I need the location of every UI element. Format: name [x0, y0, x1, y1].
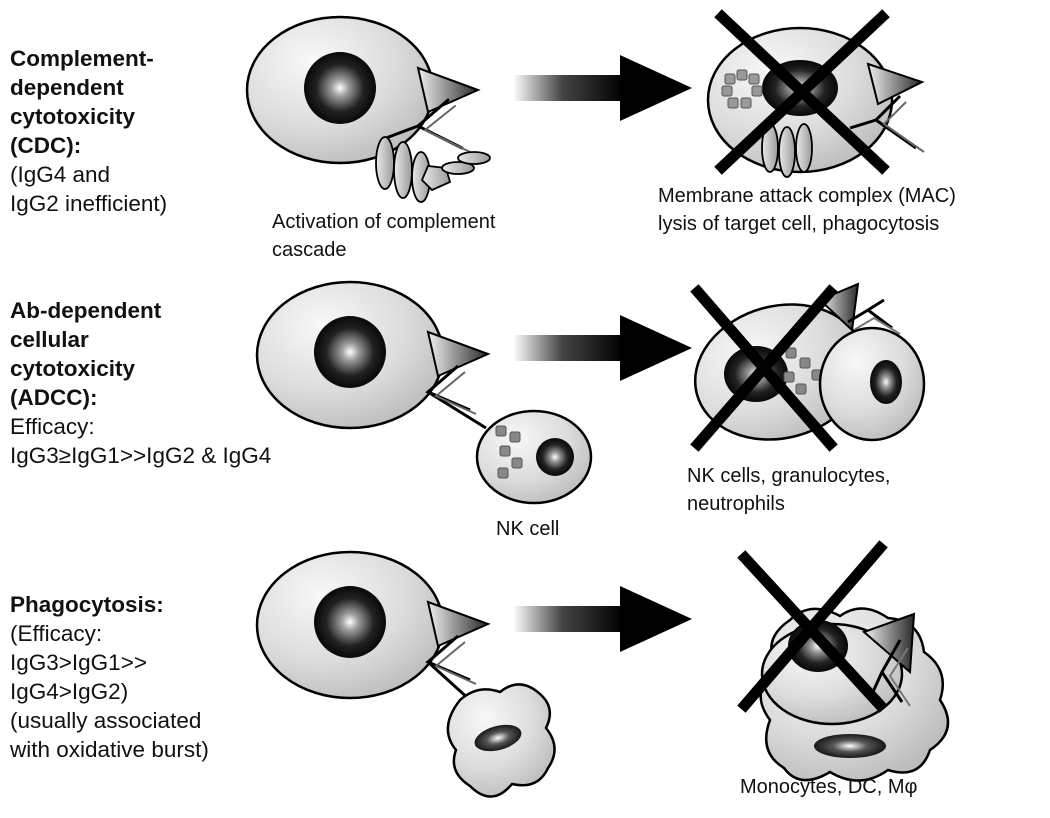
phago-result-caption: Monocytes, DC, Mφ	[740, 773, 917, 801]
phago-title-line: Phagocytosis:	[10, 592, 164, 617]
cdc-result-caption: Membrane attack complex (MAC) lysis of t…	[658, 182, 956, 238]
cdc-target-cell	[245, 15, 481, 165]
cdc-note-line: IgG2 inefficient)	[10, 191, 168, 216]
phago-arrow-icon	[513, 586, 692, 652]
adcc-title-line: cellular	[10, 327, 89, 352]
caption-line: Monocytes, DC, Mφ	[740, 776, 918, 798]
nk-cell-caption: NK cell	[496, 515, 559, 543]
phago-engulfed-cell	[759, 607, 950, 782]
caption-line: cascade	[272, 239, 347, 261]
caption-line: Activation of complement	[272, 211, 496, 233]
phago-antibody-icon	[425, 634, 477, 702]
adcc-title-line: Ab-dependent	[10, 298, 162, 323]
adcc-note-line: IgG3≥IgG1>>IgG2 & IgG4	[10, 443, 272, 468]
phago-note-line: IgG3>IgG1>>	[10, 650, 147, 675]
antigen-icon	[416, 66, 481, 114]
cdc-title-line: cytotoxicity	[10, 104, 136, 129]
adcc-result-caption: NK cells, granulocytes, neutrophils	[687, 462, 890, 518]
complement-proteins-icon	[375, 136, 491, 203]
phago-cross-icon	[737, 540, 888, 713]
cdc-label: Complement- dependent cytotoxicity (CDC)…	[10, 44, 167, 218]
adcc-cross-icon	[690, 284, 838, 452]
caption-line: lysis of target cell, phagocytosis	[658, 213, 940, 235]
phago-note-line: IgG4>IgG2)	[10, 679, 129, 704]
phago-label: Phagocytosis: (Efficacy: IgG3>IgG1>> IgG…	[10, 590, 209, 764]
caption-line: NK cell	[496, 518, 560, 540]
nk-cell-icon	[475, 409, 593, 505]
phago-note-line: (usually associated	[10, 708, 202, 733]
cdc-title-line: Complement-	[10, 46, 154, 71]
mac-pore-icon	[721, 69, 763, 109]
phago-note-line: with oxidative burst)	[10, 737, 209, 762]
adcc-label: Ab-dependent cellular cytotoxicity (ADCC…	[10, 296, 271, 470]
cdc-title-line: (CDC):	[10, 133, 82, 158]
phago-target-cell	[255, 550, 491, 700]
adcc-note-line: Efficacy:	[10, 414, 95, 439]
adcc-target-cell	[255, 280, 491, 430]
cdc-mechanism-caption: Activation of complement cascade	[272, 208, 495, 264]
nucleus-icon	[304, 52, 376, 124]
macrophage-icon	[446, 683, 556, 798]
phago-note-line: (Efficacy:	[10, 621, 103, 646]
adcc-title-line: (ADCC):	[10, 385, 98, 410]
adcc-title-line: cytotoxicity	[10, 356, 136, 381]
caption-line: Membrane attack complex (MAC)	[658, 185, 956, 207]
cdc-title-line: dependent	[10, 75, 124, 100]
cdc-cross-icon	[714, 9, 890, 175]
cdc-note-line: (IgG4 and	[10, 162, 111, 187]
cdc-antibody-icon	[384, 98, 471, 153]
cdc-arrow-icon	[513, 55, 692, 121]
caption-line: NK cells, granulocytes,	[687, 465, 891, 487]
caption-line: neutrophils	[687, 493, 785, 515]
adcc-antibody-icon	[425, 364, 487, 430]
adcc-arrow-icon	[513, 315, 692, 381]
